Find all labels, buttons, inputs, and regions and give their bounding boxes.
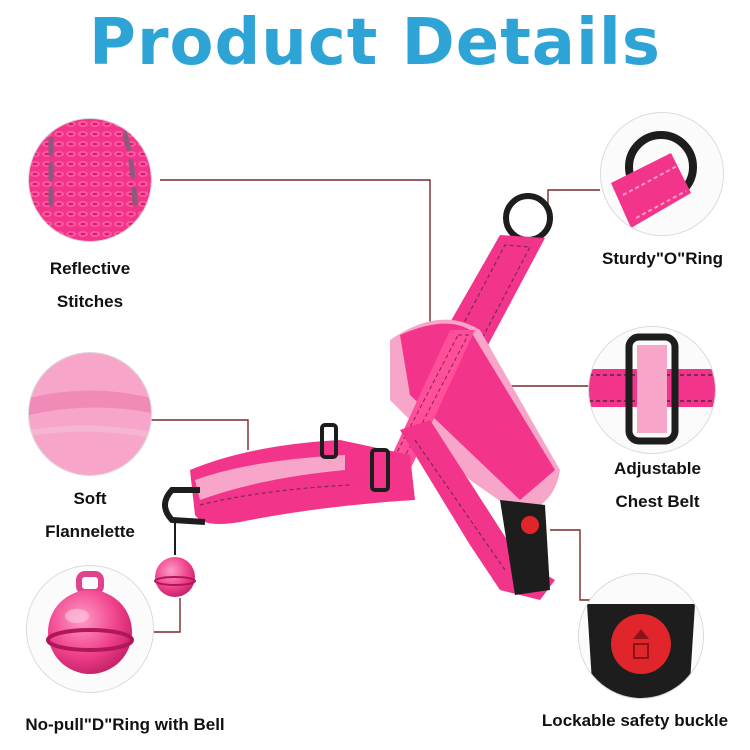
reflective-stitches-line-1: Reflective — [49, 259, 131, 278]
chest-belt-line-1: Adjustable — [614, 459, 701, 478]
slider-buckle-closeup-icon — [588, 326, 716, 454]
chest-belt-line-2: Chest Belt — [615, 492, 700, 511]
page-title: Product Details — [89, 6, 661, 80]
o-ring-line-1: Sturdy"O"Ring — [602, 249, 723, 268]
o-ring-closeup-icon — [600, 112, 724, 236]
soft-flannelette-label: Soft Flannelette — [10, 482, 170, 548]
soft-flannelette-line-2: Flannelette — [45, 522, 135, 541]
d-ring-bell-line-1: No-pull"D"Ring with Bell — [25, 715, 225, 734]
safety-buckle-closeup-icon — [578, 573, 704, 699]
safety-buckle-line-1: Lockable safety buckle — [541, 711, 729, 730]
reflective-stitches-line-2: Stitches — [56, 292, 124, 311]
bell-closeup-icon — [26, 565, 154, 693]
reflective-stitches-label: Reflective Stitches — [10, 252, 170, 318]
d-ring-bell-label: No-pull"D"Ring with Bell — [0, 708, 250, 741]
safety-buckle-label: Lockable safety buckle — [520, 704, 750, 737]
leader-lines — [150, 179, 600, 633]
dog-harness-icon — [154, 193, 560, 600]
chest-belt-label: Adjustable Chest Belt — [575, 452, 740, 518]
o-ring-label: Sturdy"O"Ring — [575, 242, 750, 275]
flannel-closeup-icon — [28, 352, 152, 476]
soft-flannelette-line-1: Soft — [73, 489, 107, 508]
reflective-stitch-closeup-icon — [28, 118, 152, 242]
